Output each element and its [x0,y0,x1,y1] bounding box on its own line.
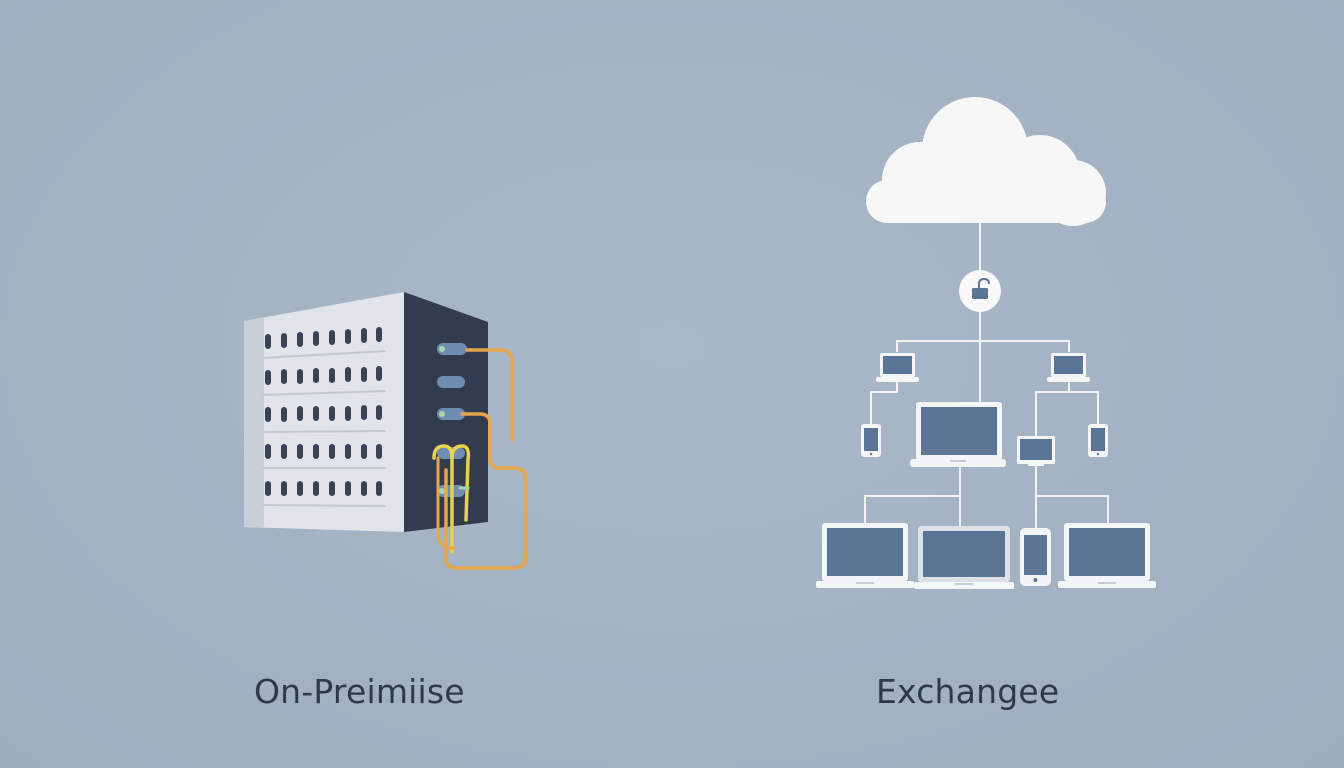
server-rack-icon [244,292,528,570]
server-cables [432,348,528,570]
laptop-icon-upper-left [876,353,919,382]
caption-exchange: Exchangee [876,672,1060,711]
lock-hub-icon [959,270,1001,312]
smartphone-icon-mid-left [861,424,881,457]
laptop-icon-center [910,402,1006,467]
caption-on-premise: On-Preimiise [254,672,465,711]
server-front-shade [244,318,264,528]
cloud-icon [866,97,1106,226]
laptop-icon-bottom-1 [816,523,914,588]
laptop-icon-bottom-2 [914,526,1014,589]
tablet-icon-mid [1017,436,1055,466]
server-slot-rows [265,327,382,496]
laptop-icon-bottom-3 [1058,523,1156,588]
smartphone-icon-bottom [1020,528,1051,586]
server-row-separators [261,350,387,507]
network-lines [864,223,1109,528]
laptop-icon-upper-right [1047,353,1090,382]
smartphone-icon-mid-right [1088,424,1108,457]
